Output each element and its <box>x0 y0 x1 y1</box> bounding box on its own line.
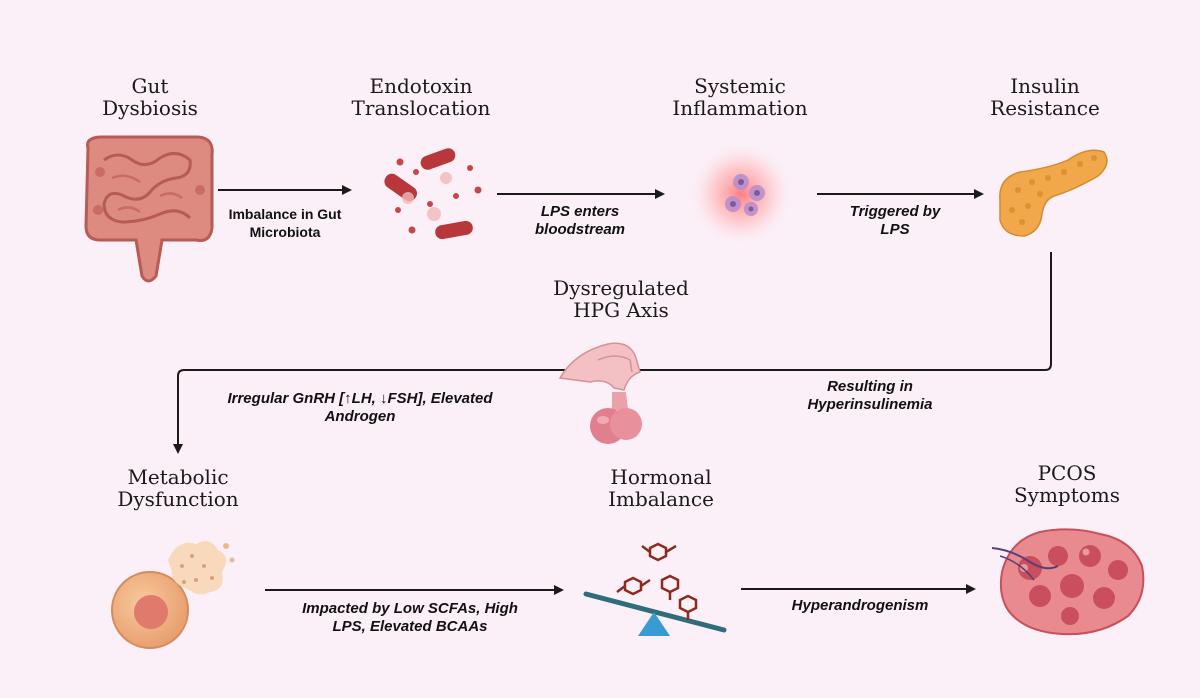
title-insulin-resistance: Insulin Resistance <box>990 74 1100 120</box>
title-metabolic-dysfunction: Metabolic Dysfunction <box>117 465 239 511</box>
label-triggered-by-lps: Triggered by LPS <box>849 203 941 238</box>
damaged-cell-icon <box>111 541 235 649</box>
polycystic-ovary-icon <box>991 528 1145 636</box>
title-systemic-inflammation: Systemic Inflammation <box>672 74 808 120</box>
pituitary-icon <box>558 342 642 444</box>
label-irregular-gnrh: Irregular GnRH [↑LH, ↓FSH], Elevated And… <box>227 390 493 425</box>
inflammation-cells-icon <box>691 144 791 244</box>
intestine-icon <box>84 135 214 283</box>
label-impacted-by-scfas: Impacted by Low SCFAs, High LPS, Elevate… <box>302 600 518 635</box>
label-imbalance-gut-microbiota: Imbalance in Gut Microbiota <box>228 206 342 240</box>
label-hyperandrogenism: Hyperandrogenism <box>791 597 929 614</box>
title-dysregulated-hpg-axis: Dysregulated HPG Axis <box>553 276 689 322</box>
label-resulting-hyperinsulinemia: Resulting in Hyperinsulinemia <box>807 378 933 413</box>
title-gut-dysbiosis: Gut Dysbiosis <box>102 74 198 120</box>
hormone-seesaw-icon <box>583 542 727 636</box>
label-lps-enters-bloodstream: LPS enters bloodstream <box>534 203 625 238</box>
bacteria-icon <box>384 148 482 240</box>
pancreas-icon <box>999 149 1108 237</box>
title-hormonal-imbalance: Hormonal Imbalance <box>608 465 714 511</box>
title-endotoxin-translocation: Endotoxin Translocation <box>351 74 491 120</box>
title-pcos-symptoms: PCOS Symptoms <box>1013 461 1121 507</box>
